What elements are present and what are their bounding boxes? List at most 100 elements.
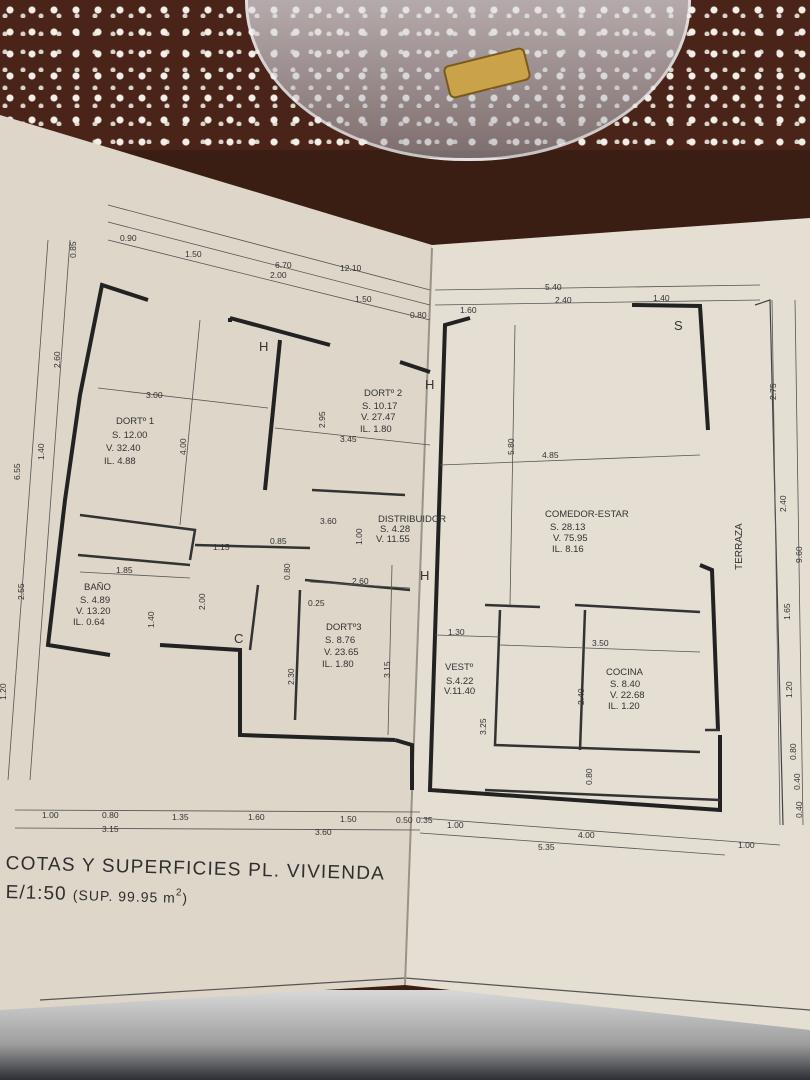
- plan-marks: H H H S C: [234, 318, 683, 646]
- svg-text:S. 12.00: S. 12.00: [112, 430, 147, 441]
- svg-text:2.40: 2.40: [555, 295, 572, 305]
- surface-close: ): [182, 889, 189, 907]
- svg-text:1.50: 1.50: [340, 814, 357, 824]
- svg-text:IL. 4.88: IL. 4.88: [104, 456, 136, 467]
- svg-text:VESTº: VESTº: [445, 662, 474, 673]
- svg-text:1.60: 1.60: [460, 305, 477, 315]
- svg-text:COMEDOR-ESTAR: COMEDOR-ESTAR: [545, 509, 629, 520]
- svg-text:3.15: 3.15: [102, 824, 119, 834]
- svg-text:S. 4.89: S. 4.89: [80, 595, 110, 606]
- svg-text:3.00: 3.00: [146, 390, 163, 400]
- room-dorm3: DORTº3 S. 8.76 V. 23.65 IL. 1.80: [322, 622, 362, 670]
- svg-text:S. 4.28: S. 4.28: [380, 524, 410, 535]
- svg-text:V. 13.20: V. 13.20: [76, 606, 111, 617]
- svg-text:12.10: 12.10: [340, 263, 362, 273]
- room-cocina: COCINA S. 8.40 V. 22.68 IL. 1.20: [606, 667, 645, 712]
- svg-text:0.85: 0.85: [270, 536, 287, 546]
- svg-text:2.60: 2.60: [352, 576, 369, 586]
- room-vest: VESTº S.4.22 V.11.40: [444, 662, 475, 697]
- svg-text:4.00: 4.00: [178, 438, 188, 455]
- svg-text:1.85: 1.85: [116, 565, 133, 575]
- dimension-labels: 0.90 1.50 6.70 12.10 2.00 1.50 0.80 5.40…: [0, 233, 804, 852]
- svg-text:2.30: 2.30: [286, 668, 296, 685]
- svg-text:DISTRIBUIDOR: DISTRIBUIDOR: [378, 514, 446, 525]
- svg-text:V. 23.65: V. 23.65: [324, 647, 359, 658]
- svg-text:DORTº 2: DORTº 2: [364, 388, 402, 399]
- svg-text:1.50: 1.50: [185, 249, 202, 259]
- svg-text:3.60: 3.60: [315, 827, 332, 837]
- svg-text:5.40: 5.40: [545, 282, 562, 292]
- svg-text:2.40: 2.40: [778, 495, 788, 512]
- svg-text:4.00: 4.00: [578, 830, 595, 840]
- svg-text:3.15: 3.15: [382, 661, 392, 678]
- svg-text:0.80: 0.80: [788, 743, 798, 760]
- svg-text:1.65: 1.65: [782, 603, 792, 620]
- svg-text:V.11.40: V.11.40: [444, 686, 475, 697]
- svg-text:1.30: 1.30: [448, 627, 465, 637]
- svg-text:2.55: 2.55: [16, 583, 26, 600]
- svg-text:6.70: 6.70: [275, 260, 292, 270]
- svg-text:1.40: 1.40: [146, 611, 156, 628]
- svg-text:2.00: 2.00: [270, 270, 287, 280]
- svg-text:2.75: 2.75: [768, 383, 778, 400]
- svg-text:1.40: 1.40: [653, 293, 670, 303]
- svg-text:1.15: 1.15: [213, 542, 230, 552]
- svg-text:IL. 1.80: IL. 1.80: [360, 424, 392, 435]
- svg-text:V. 11.55: V. 11.55: [376, 534, 410, 545]
- room-comedor: COMEDOR-ESTAR S. 28.13 V. 75.95 IL. 8.16: [545, 509, 629, 555]
- surface-value: (SUP. 99.95 m: [72, 886, 177, 906]
- svg-text:1.40: 1.40: [36, 443, 46, 460]
- svg-text:2.95: 2.95: [317, 411, 327, 428]
- svg-text:5.35: 5.35: [538, 842, 555, 852]
- svg-text:4.85: 4.85: [542, 450, 559, 460]
- svg-text:IL. 0.64: IL. 0.64: [73, 617, 105, 628]
- svg-text:C: C: [234, 631, 243, 646]
- svg-text:2.40: 2.40: [576, 688, 586, 705]
- svg-text:1.00: 1.00: [447, 820, 464, 830]
- svg-text:IL. 1.20: IL. 1.20: [608, 701, 640, 712]
- svg-text:V. 27.47: V. 27.47: [361, 412, 396, 423]
- svg-text:1.20: 1.20: [784, 681, 794, 698]
- svg-text:0.90: 0.90: [120, 233, 137, 243]
- svg-text:0.40: 0.40: [794, 801, 804, 818]
- svg-text:1.60: 1.60: [248, 812, 265, 822]
- right-page: [405, 218, 810, 1030]
- svg-text:2.60: 2.60: [52, 351, 62, 368]
- svg-text:1.35: 1.35: [172, 812, 189, 822]
- room-distribuidor: DISTRIBUIDOR S. 4.28 V. 11.55: [376, 514, 446, 545]
- svg-text:0.85: 0.85: [68, 241, 78, 258]
- svg-text:V. 75.95: V. 75.95: [553, 533, 588, 544]
- room-dorm1: DORTº 1 S. 12.00 V. 32.40 IL. 4.88: [104, 416, 154, 467]
- svg-text:0.50: 0.50: [396, 815, 413, 825]
- room-bano: BAÑO S. 4.89 V. 13.20 IL. 0.64: [73, 582, 111, 628]
- svg-text:0.25: 0.25: [308, 598, 325, 608]
- dimension-lines: [7, 204, 804, 856]
- svg-text:3.60: 3.60: [320, 516, 337, 526]
- svg-text:DORTº 1: DORTº 1: [116, 416, 154, 427]
- svg-text:0.80: 0.80: [410, 310, 427, 320]
- left-page: [0, 115, 432, 1010]
- svg-text:0.35: 0.35: [416, 815, 433, 825]
- svg-text:0.80: 0.80: [584, 768, 594, 785]
- svg-text:V. 32.40: V. 32.40: [106, 443, 141, 454]
- svg-text:S. 8.40: S. 8.40: [610, 679, 640, 690]
- svg-text:0.80: 0.80: [102, 810, 119, 820]
- svg-text:S. 28.13: S. 28.13: [550, 522, 585, 533]
- svg-text:1.00: 1.00: [738, 840, 755, 850]
- svg-text:1.00: 1.00: [354, 528, 364, 545]
- svg-text:2.00: 2.00: [197, 593, 207, 610]
- svg-text:H: H: [425, 377, 434, 392]
- svg-text:BAÑO: BAÑO: [84, 582, 111, 593]
- svg-text:S. 8.76: S. 8.76: [325, 635, 355, 646]
- svg-text:S.4.22: S.4.22: [446, 676, 473, 687]
- svg-text:1.50: 1.50: [355, 294, 372, 304]
- svg-text:5.80: 5.80: [506, 438, 516, 455]
- svg-text:3.45: 3.45: [340, 434, 357, 444]
- svg-text:IL. 1.80: IL. 1.80: [322, 659, 354, 670]
- walls: [45, 282, 722, 813]
- svg-text:6.55: 6.55: [12, 463, 22, 480]
- svg-text:1.20: 1.20: [0, 683, 8, 700]
- scale-value: E/1:50: [5, 882, 67, 905]
